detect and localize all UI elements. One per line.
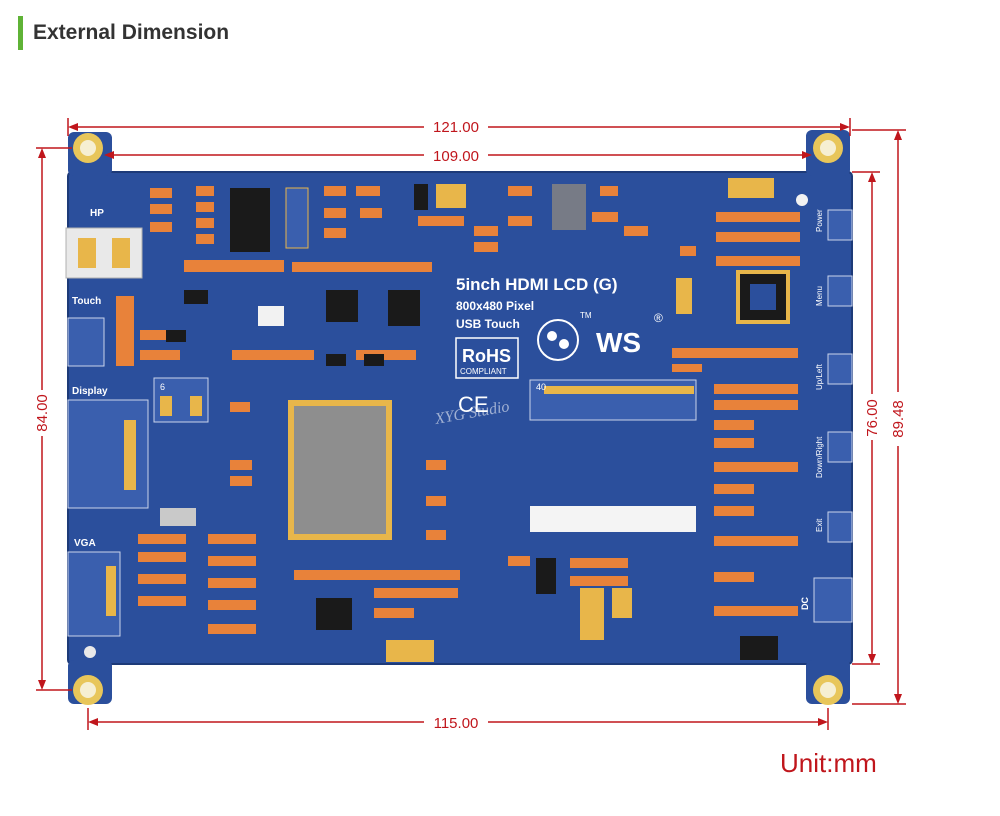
dimension-overall-width bbox=[67, 118, 851, 136]
button-area bbox=[827, 353, 853, 385]
main-processor-die bbox=[294, 406, 386, 534]
ce-logo: CE bbox=[458, 392, 489, 417]
ic-small-1 bbox=[326, 290, 358, 322]
gold-pad bbox=[580, 588, 604, 640]
mount-hole-tr bbox=[813, 133, 843, 163]
crystal bbox=[258, 306, 284, 326]
trademark-text: TM bbox=[580, 311, 592, 320]
label-exit: Exit bbox=[815, 518, 824, 532]
ic-header bbox=[285, 187, 309, 249]
label-up-left: Up/Left bbox=[815, 363, 824, 390]
dim-label-right-height: 89.48 bbox=[890, 400, 907, 438]
ic-bottom-2 bbox=[536, 558, 556, 594]
button-area bbox=[827, 431, 853, 463]
brand-logo-text: WS bbox=[596, 327, 641, 358]
registered-mark: ® bbox=[654, 311, 663, 325]
board-resolution: 800x480 Pixel bbox=[456, 299, 534, 313]
brand-logo: WS TM ® bbox=[537, 311, 663, 361]
label-touch: Touch bbox=[72, 296, 101, 307]
gold-pad bbox=[676, 278, 692, 314]
chip-gray bbox=[160, 508, 196, 526]
power-led bbox=[796, 194, 808, 206]
dimension-right-height bbox=[852, 129, 906, 705]
dim-label-hole-width: 109.00 bbox=[433, 148, 479, 165]
dimension-overall-height bbox=[36, 147, 72, 691]
label-menu: Menu bbox=[815, 286, 824, 306]
button-area bbox=[827, 511, 853, 543]
mount-hole-bl bbox=[73, 675, 103, 705]
section-title: External Dimension bbox=[33, 21, 230, 44]
dim-label-inner-height: 76.00 bbox=[864, 399, 881, 437]
dimension-hole-width bbox=[104, 151, 812, 159]
label-down-right: Down/Right bbox=[815, 436, 824, 478]
dimension-bottom-width bbox=[87, 708, 829, 730]
dim-label-overall-height: 84.00 bbox=[34, 394, 51, 432]
mount-hole-br bbox=[813, 675, 843, 705]
black-chips bbox=[166, 184, 428, 366]
display-pins bbox=[124, 420, 136, 490]
hp-jack-pad bbox=[78, 238, 96, 268]
label-vga: VGA bbox=[74, 538, 96, 549]
board-touch: USB Touch bbox=[456, 317, 520, 331]
smd-components bbox=[116, 184, 800, 634]
label-power: Power bbox=[815, 209, 824, 232]
label-dc: DC bbox=[800, 597, 810, 610]
gold-pad bbox=[728, 178, 774, 198]
rohs-logo bbox=[455, 337, 519, 379]
connector-6-pad bbox=[160, 396, 172, 416]
hp-jack bbox=[65, 227, 143, 279]
ic-top-left bbox=[230, 188, 270, 252]
ic-bottom-3 bbox=[740, 636, 778, 660]
connector-6-pad bbox=[190, 396, 202, 416]
dc-connector bbox=[813, 577, 853, 623]
connector-6-label: 6 bbox=[160, 382, 165, 392]
button-area bbox=[827, 209, 853, 241]
fpc-connector-pins bbox=[544, 386, 694, 394]
label-display: Display bbox=[72, 386, 108, 397]
accent-bar bbox=[18, 16, 23, 50]
fpc-slot bbox=[530, 506, 696, 532]
dimension-inner-height bbox=[852, 171, 880, 665]
ic-small-2 bbox=[388, 290, 420, 326]
ic-bottom-1 bbox=[316, 598, 352, 630]
gold-pad bbox=[612, 588, 632, 618]
hp-jack-pad bbox=[112, 238, 130, 268]
unit-label: Unit:mm bbox=[780, 748, 877, 778]
section-header: External Dimension bbox=[18, 16, 229, 50]
dim-label-bottom-width: 115.00 bbox=[434, 715, 479, 732]
pcb-board bbox=[68, 172, 852, 664]
ic-top-mid bbox=[552, 184, 586, 230]
button-area bbox=[827, 275, 853, 307]
gold-pads-bottom bbox=[386, 640, 434, 662]
mount-hole-tl bbox=[73, 133, 103, 163]
rohs-text: RoHS bbox=[462, 346, 511, 366]
connector-40-label: 40 bbox=[536, 382, 546, 392]
dim-label-overall-width: 121.00 bbox=[433, 119, 479, 136]
rohs-compliant-text: COMPLIANT bbox=[460, 367, 507, 376]
ic-right-qfp-core bbox=[750, 284, 776, 310]
label-hp: HP bbox=[90, 208, 104, 219]
touch-connector bbox=[67, 317, 105, 367]
vga-pins bbox=[106, 566, 116, 616]
board-title: 5inch HDMI LCD (G) bbox=[456, 275, 618, 294]
left-led bbox=[84, 646, 96, 658]
